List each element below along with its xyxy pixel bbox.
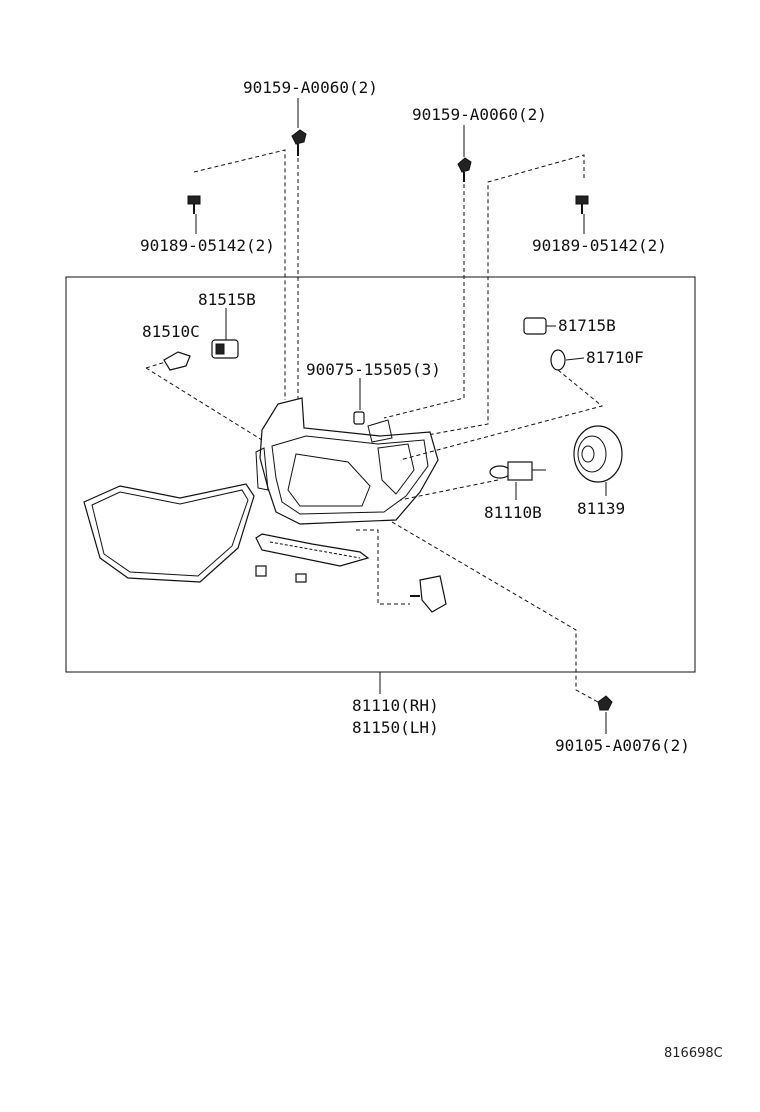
guide-line — [383, 184, 465, 419]
part-label: 90159-A0060(2) — [412, 105, 547, 124]
part-label: 81715B — [558, 316, 616, 335]
leader-line — [565, 357, 585, 361]
part-label: 81510C — [142, 322, 200, 341]
part-label: 81110B — [484, 503, 542, 522]
leveling-actuator-icon[interactable] — [410, 575, 447, 613]
bulb-81710f-icon[interactable] — [550, 349, 566, 371]
guide-line — [399, 369, 604, 461]
part-label: 90075-15505(3) — [306, 360, 441, 379]
headlight-bulb-icon[interactable] — [489, 461, 546, 481]
bolt-icon[interactable] — [575, 195, 589, 214]
guide-line — [193, 149, 286, 400]
part-label: 81139 — [577, 499, 625, 518]
guide-line — [399, 479, 499, 501]
pin-icon[interactable] — [295, 573, 307, 583]
dust-cap-icon[interactable] — [573, 425, 623, 483]
bulb-81715b-icon[interactable] — [523, 317, 556, 335]
part-label: 81150(LH) — [352, 718, 439, 737]
guide-line — [356, 529, 410, 605]
headlamp-housing[interactable] — [255, 397, 439, 525]
part-label: 81710F — [586, 348, 644, 367]
guide-line — [145, 367, 263, 441]
screw-icon[interactable] — [457, 157, 472, 182]
guide-line — [391, 521, 599, 703]
part-label: 81110(RH) — [352, 696, 439, 715]
drl-strip[interactable] — [255, 533, 370, 567]
part-label: 90159-A0060(2) — [243, 78, 378, 97]
bolt-icon[interactable] — [187, 195, 201, 214]
guide-line — [399, 154, 585, 441]
pin-icon[interactable] — [255, 565, 267, 577]
bulb-icon[interactable] — [163, 351, 191, 371]
socket-icon[interactable] — [211, 339, 239, 359]
clip-icon[interactable] — [353, 411, 365, 425]
diagram-code: 816698C — [664, 1046, 723, 1061]
part-label: 81515B — [198, 290, 256, 309]
part-label: 90105-A0076(2) — [555, 736, 690, 755]
part-label: 90189-05142(2) — [140, 236, 275, 255]
screw-icon[interactable] — [291, 129, 307, 156]
screw-icon[interactable] — [597, 695, 613, 711]
part-label: 90189-05142(2) — [532, 236, 667, 255]
lens-cover[interactable] — [83, 483, 255, 583]
